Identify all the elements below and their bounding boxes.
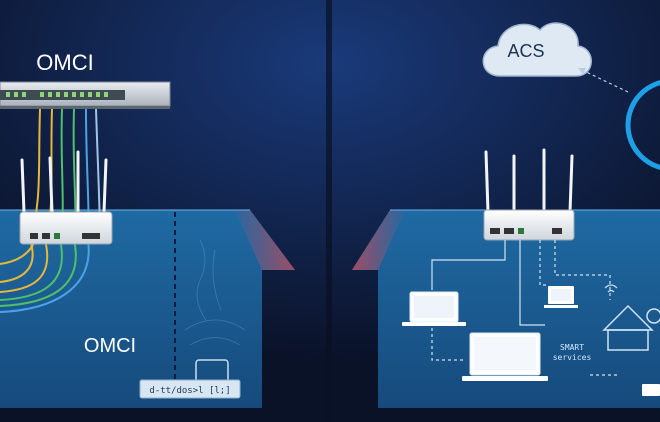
lan-links <box>431 240 620 376</box>
large-screen-icon <box>462 332 548 381</box>
left-house <box>0 210 295 408</box>
olt-rack <box>0 81 171 109</box>
acs-link <box>581 69 629 93</box>
right-house <box>352 210 660 408</box>
acs-label: ACS <box>507 41 544 61</box>
home-cables <box>0 239 90 313</box>
left-panel: OMCI OMCI d-tt/dos>l [l;] <box>0 50 295 408</box>
top-omci-label: OMCI <box>36 50 93 75</box>
panel-divider <box>326 0 332 422</box>
left-router <box>19 150 113 245</box>
acs-cloud <box>482 22 592 77</box>
side-text-line1: SMART <box>560 343 584 352</box>
smart-home-icon <box>602 284 660 351</box>
side-text-line2: services <box>553 353 592 362</box>
bottom-omci-label: OMCI <box>84 335 136 357</box>
ring <box>625 80 660 170</box>
small-monitor-icon <box>544 286 578 308</box>
small-device-icon <box>642 384 660 396</box>
right-house-roof <box>352 210 405 270</box>
device-text: d-tt/dos>l [l;] <box>149 386 230 396</box>
laptop-icon <box>402 291 466 326</box>
right-panel: ACS <box>352 22 660 408</box>
wall-sketch <box>184 239 246 346</box>
right-router <box>483 148 575 241</box>
left-house-roof <box>235 210 295 270</box>
set-top-box <box>139 359 241 399</box>
